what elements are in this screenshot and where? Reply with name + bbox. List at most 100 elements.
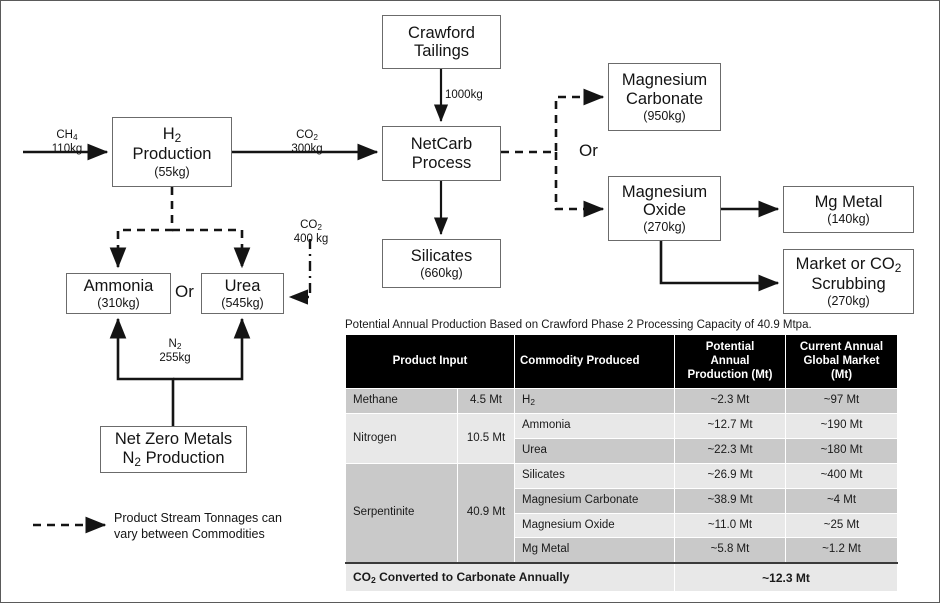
node-h2-production-title: H2 [162, 125, 182, 146]
arrow-mgo-to-market [659, 241, 780, 292]
edge-label-co2-urea: CO2 400 kg [282, 219, 340, 246]
node-netcarb-line1: NetCarb [410, 135, 473, 154]
edge-label-co2-urea-species: CO2 [300, 219, 322, 233]
node-ammonia-qty: (310kg) [97, 296, 140, 311]
node-netcarb-process[interactable]: NetCarb Process [382, 126, 501, 181]
cell-production: ~26.9 Mt [674, 462, 786, 489]
edge-label-tailings-mass: 1000kg [445, 89, 499, 102]
table-body: Methane 4.5 Mt H2 ~2.3 Mt ~97 Mt Nitroge… [345, 388, 898, 564]
edge-label-co2-netcarb: CO2 300kg [277, 129, 337, 156]
legend-line2: vary between Commodities [114, 526, 265, 541]
cell-commodity: Magnesium Carbonate [514, 487, 675, 514]
arrow-n2-to-ammonia [109, 317, 175, 426]
cell-market: ~400 Mt [785, 462, 898, 489]
cell-commodity: Ammonia [514, 413, 675, 440]
node-magnesium-carbonate[interactable]: Magnesium Carbonate (950kg) [608, 63, 721, 131]
cell-production: ~5.8 Mt [674, 537, 786, 564]
legend-line1: Product Stream Tonnages can [114, 511, 282, 525]
edge-label-ch4-species: CH4 [56, 129, 78, 143]
node-net-zero-line2: N2 Production [122, 448, 225, 469]
cell-commodity: Mg Metal [514, 537, 675, 564]
node-mg-metal-line1: Mg Metal [814, 192, 883, 211]
cell-input-mt: 10.5 Mt [457, 413, 515, 464]
edge-label-n2-feed: N2 255kg [146, 338, 204, 365]
cell-commodity: Urea [514, 438, 675, 464]
cell-input-mt: 40.9 Mt [457, 462, 515, 564]
cell-input-name: Serpentinite [345, 462, 458, 564]
cell-market: ~180 Mt [785, 438, 898, 464]
dashed-h2-to-ammonia [109, 187, 174, 269]
cell-market: ~97 Mt [785, 388, 898, 415]
th-cagm-l3: (Mt) [830, 368, 853, 381]
dashdot-co2-to-urea [288, 239, 312, 305]
edge-label-ch4: CH4 110kg [37, 129, 97, 156]
th-pap-l2: Annual [710, 354, 750, 367]
table-header-row: Product Input Commodity Produced Potenti… [345, 333, 898, 390]
th-current-annual-global-market: Current Annual Global Market (Mt) [785, 333, 898, 390]
node-mg-carbonate-line1: Magnesium [621, 71, 708, 90]
node-silicates-qty: (660kg) [420, 266, 463, 281]
edge-label-ch4-mass: 110kg [51, 142, 83, 155]
cell-input-name: Methane [345, 388, 458, 415]
table-footer: CO2 Converted to Carbonate Annually ~12.… [345, 562, 898, 593]
node-silicates-line1: Silicates [410, 246, 473, 265]
node-net-zero-metals[interactable]: Net Zero Metals N2 Production [100, 426, 247, 473]
edge-label-co2-netcarb-species: CO2 [296, 129, 318, 143]
edge-label-n2-mass: 255kg [159, 351, 191, 364]
node-net-zero-line1: Net Zero Metals [114, 430, 233, 449]
table-row: Mg Metal ~5.8 Mt ~1.2 Mt [346, 537, 898, 564]
cell-market: ~25 Mt [785, 512, 898, 539]
cell-input-name: Nitrogen [345, 413, 458, 464]
node-market-or-co2-scrubbing[interactable]: Market or CO2 Scrubbing (270kg) [783, 249, 914, 314]
cell-commodity: Silicates [514, 462, 675, 489]
table-footer-row: CO2 Converted to Carbonate Annually ~12.… [345, 562, 898, 593]
node-mg-oxide-line2: Oxide [642, 201, 687, 219]
node-market-line1: Market or CO2 [795, 254, 902, 275]
edge-label-co2-urea-mass: 400 kg [293, 232, 329, 245]
edge-label-co2-netcarb-mass: 300kg [291, 142, 323, 155]
node-h2-production-line2: Production [132, 145, 212, 164]
dashed-h2-to-urea [172, 228, 251, 269]
node-crawford-tailings[interactable]: Crawford Tailings [382, 15, 501, 69]
node-market-line2: Scrubbing [811, 274, 886, 293]
cell-commodity: H2 [514, 388, 675, 415]
table-row: Serpentinite 40.9 Mt Silicates ~26.9 Mt … [345, 462, 898, 564]
or-label-mg-products: Or [579, 141, 598, 160]
table-caption: Potential Annual Production Based on Cra… [345, 319, 812, 331]
table-row: Nitrogen 10.5 Mt Ammonia ~12.7 Mt ~190 M… [345, 413, 898, 464]
cell-production: ~22.3 Mt [674, 438, 786, 464]
edge-label-n2-species: N2 [168, 338, 182, 352]
node-ammonia[interactable]: Ammonia (310kg) [66, 273, 171, 314]
th-pap-l1: Potential [705, 341, 755, 353]
node-urea-qty: (545kg) [221, 296, 264, 311]
table-row: Methane 4.5 Mt H2 ~2.3 Mt ~97 Mt [345, 388, 898, 415]
table-row: Magnesium Carbonate ~38.9 Mt ~4 Mt [346, 487, 898, 514]
th-potential-annual-production: Potential Annual Production (Mt) [674, 333, 786, 390]
footer-label: CO2 Converted to Carbonate Annually [345, 562, 675, 593]
cell-production: ~11.0 Mt [674, 512, 786, 539]
node-mg-metal[interactable]: Mg Metal (140kg) [783, 186, 914, 233]
legend-text: Product Stream Tonnages can vary between… [114, 511, 324, 542]
node-crawford-tailings-line2: Tailings [413, 42, 470, 60]
node-mg-carbonate-qty: (950kg) [643, 108, 686, 123]
production-table-block: Potential Annual Production Based on Cra… [345, 319, 898, 593]
node-netcarb-line2: Process [411, 153, 472, 172]
node-mg-carbonate-line2: Carbonate [625, 89, 704, 108]
node-mg-metal-qty: (140kg) [827, 212, 870, 227]
node-ammonia-line1: Ammonia [83, 276, 154, 295]
cell-market: ~1.2 Mt [785, 537, 898, 564]
node-h2-production[interactable]: H2 Production (55kg) [112, 117, 232, 187]
node-silicates[interactable]: Silicates (660kg) [382, 239, 501, 288]
node-crawford-tailings-line1: Crawford [408, 23, 475, 42]
th-commodity-produced: Commodity Produced [514, 333, 675, 390]
edge-label-tailings-mass-value: 1000kg [445, 89, 483, 101]
node-mg-oxide-qty: (270kg) [643, 220, 686, 235]
footer-value: ~12.3 Mt [674, 562, 898, 593]
cell-market: ~4 Mt [785, 487, 898, 514]
node-urea[interactable]: Urea (545kg) [201, 273, 284, 314]
potential-annual-production-table: Product Input Commodity Produced Potenti… [345, 333, 898, 593]
or-label-ammonia-urea: Or [175, 282, 194, 301]
cell-production: ~12.7 Mt [674, 413, 786, 440]
node-magnesium-oxide[interactable]: Magnesium Oxide (270kg) [608, 176, 721, 241]
cell-market: ~190 Mt [785, 413, 898, 440]
